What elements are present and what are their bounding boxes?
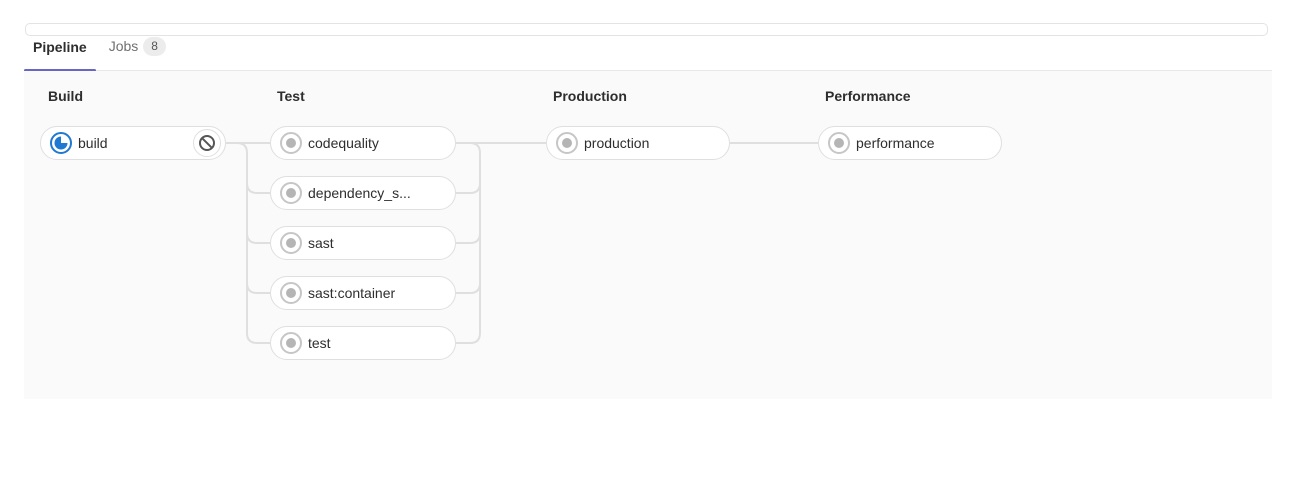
job-pill-sast[interactable]: sast [270,226,456,260]
running-status-icon [50,132,72,154]
job-pill-test[interactable]: test [270,326,456,360]
job-name: production [584,135,650,151]
created-status-icon [280,132,302,154]
created-status-icon [280,332,302,354]
job-pill-production[interactable]: production [546,126,730,160]
tab-pipeline[interactable]: Pipeline [24,33,96,72]
job-name: sast [308,235,334,251]
created-status-icon [280,182,302,204]
created-status-icon [280,282,302,304]
job-name: codequality [308,135,379,151]
active-tab-indicator [24,69,96,72]
jobs-count-badge: 8 [143,37,166,56]
job-pill-sast-container[interactable]: sast:container [270,276,456,310]
tab-jobs-label: Jobs [108,38,139,54]
created-status-icon [828,132,850,154]
pipeline-info-card-bottom-edge [25,23,1268,36]
job-pill-codequality[interactable]: codequality [270,126,456,160]
job-name: performance [856,135,935,151]
created-status-icon [280,232,302,254]
stage-title-performance: Performance [825,88,911,104]
tab-pipeline-label: Pipeline [33,39,87,55]
pipeline-graph: Build Test Production Performance build [24,71,1272,399]
created-status-icon [556,132,578,154]
stage-title-build: Build [48,88,83,104]
job-name: sast:container [308,285,396,301]
stage-title-test: Test [277,88,305,104]
job-name: test [308,335,331,351]
job-name: dependency_s... [308,185,411,201]
job-pill-performance[interactable]: performance [818,126,1002,160]
job-connector-lines [226,142,818,344]
job-name: build [78,135,108,151]
job-pill-dependency-scanning[interactable]: dependency_s... [270,176,456,210]
job-pill-build[interactable]: build [40,126,226,160]
cancel-job-button[interactable] [193,129,221,157]
stage-title-production: Production [553,88,627,104]
cancel-icon [199,135,215,151]
